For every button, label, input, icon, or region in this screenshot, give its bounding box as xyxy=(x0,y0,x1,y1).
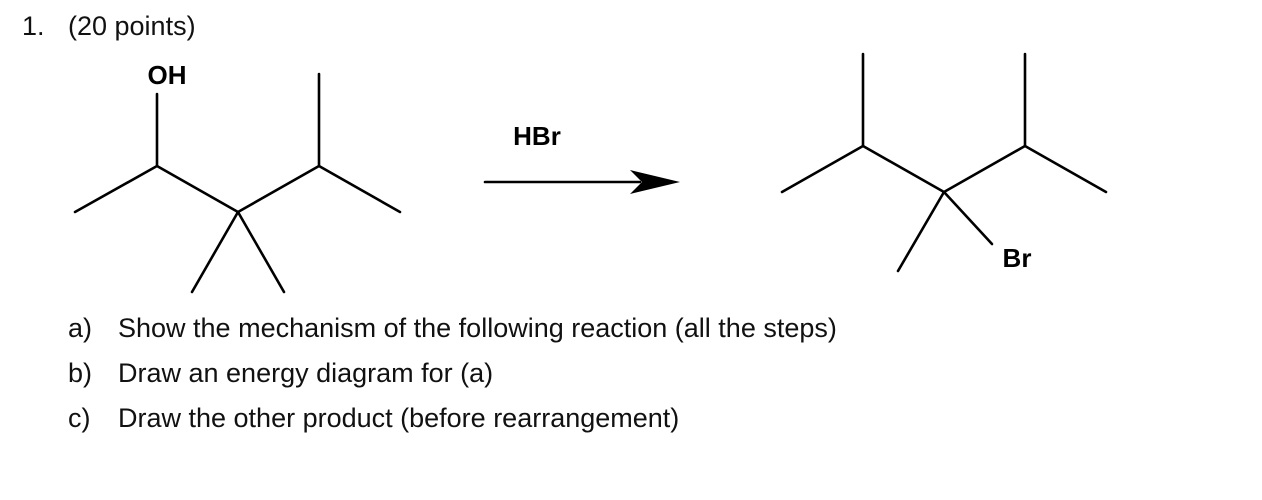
bond-p-c3-c4 xyxy=(942,144,1027,194)
bond-c2-c3 xyxy=(155,164,240,214)
reagent-label: HBr xyxy=(513,121,561,151)
part-text: Draw the other product (before rearrange… xyxy=(118,403,680,433)
list-item: b) Draw an energy diagram for (a) xyxy=(68,351,837,396)
question-header: 1. (20 points) xyxy=(22,8,196,44)
bond-c4-c5 xyxy=(317,164,402,214)
bond-c3-c4 xyxy=(236,164,321,214)
product-br-label: Br xyxy=(1003,243,1032,273)
part-letter: b) xyxy=(68,358,93,388)
reactant-structure: OH xyxy=(73,60,402,294)
bond-p-c3-br xyxy=(942,190,994,246)
bond-c3-methyl-left xyxy=(190,210,240,294)
bond-c3-methyl-right xyxy=(236,210,286,294)
question-number: 1. xyxy=(22,11,45,41)
arrow-head-icon xyxy=(630,170,680,194)
bond-p-c2-c3 xyxy=(861,144,946,194)
list-item: c) Draw the other product (before rearran… xyxy=(68,396,837,441)
list-item: a) Show the mechanism of the following re… xyxy=(68,306,837,351)
part-letter: c) xyxy=(68,403,91,433)
reaction-scheme: OH HBr Br xyxy=(73,52,1108,294)
bond-p-c3-methyl xyxy=(896,190,946,273)
bond-p-c4-c5 xyxy=(1023,144,1108,194)
part-text: Show the mechanism of the following reac… xyxy=(118,313,837,343)
question-parts-list: a) Show the mechanism of the following re… xyxy=(68,306,837,441)
product-structure: Br xyxy=(780,52,1108,273)
bond-p-c1-c2 xyxy=(780,144,865,194)
part-text: Draw an energy diagram for (a) xyxy=(118,358,494,388)
question-points: (20 points) xyxy=(68,11,196,41)
part-letter: a) xyxy=(68,313,93,343)
reaction-arrow: HBr xyxy=(483,121,680,194)
reactant-oh-label: OH xyxy=(148,60,187,90)
bond-c1-c2 xyxy=(73,164,159,214)
